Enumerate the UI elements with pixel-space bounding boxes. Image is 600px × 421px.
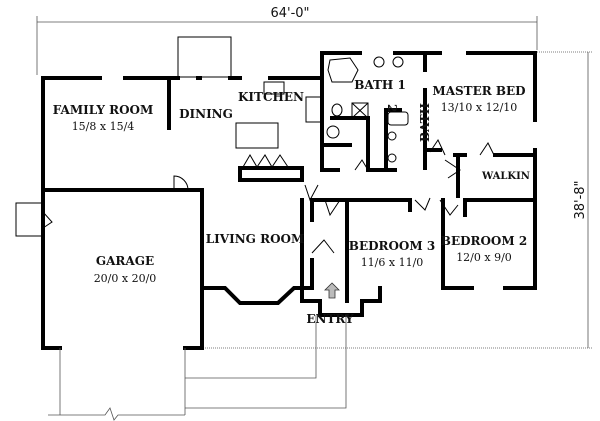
bedroom-3-size: 11/6 x 11/0 [361,256,424,269]
fixtures [235,56,409,168]
garage-label: GARAGE [96,254,154,268]
bedroom-2-size: 12/0 x 9/0 [456,251,512,264]
toilet [331,103,343,117]
garage-side-stoop [15,202,45,237]
walkin-label: WALKIN [481,171,530,182]
chimney [177,36,232,78]
master-bed-label: MASTER BED [432,84,525,98]
bath-2-label: BATH [418,103,432,142]
depth-dimension-label: 38'-8" [573,180,588,219]
entry-arrow-icon [324,282,340,299]
dimension-depth: 38'-8" [205,51,592,349]
bathtub [327,57,359,83]
shower [351,102,369,119]
walkways [48,282,347,421]
range [305,96,322,123]
entry-label: ENTRY [306,312,354,326]
dining-label: DINING [179,107,233,121]
bath-1-label: BATH 1 [354,78,406,92]
master-bed-size: 13/10 x 12/10 [441,101,518,114]
family-room-size: 15/8 x 15/4 [72,120,135,133]
bedroom-2-label: BEDROOM 2 [441,234,527,248]
living-room-label: LIVING ROOM [206,232,305,246]
garage-size: 20/0 x 20/0 [94,272,157,285]
walls [41,51,537,350]
bath-2-number: 2 [385,104,399,112]
doors [42,138,495,254]
kitchen-island [235,122,279,149]
dimension-width: 64'-0" [36,6,538,75]
family-room-label: FAMILY ROOM [53,103,154,117]
kitchen-label: KITCHEN [238,90,304,104]
bath2-tub [387,111,409,126]
width-dimension-label: 64'-0" [270,6,309,21]
kitchen-sink [263,81,285,95]
bedroom-3-label: BEDROOM 3 [349,239,435,253]
